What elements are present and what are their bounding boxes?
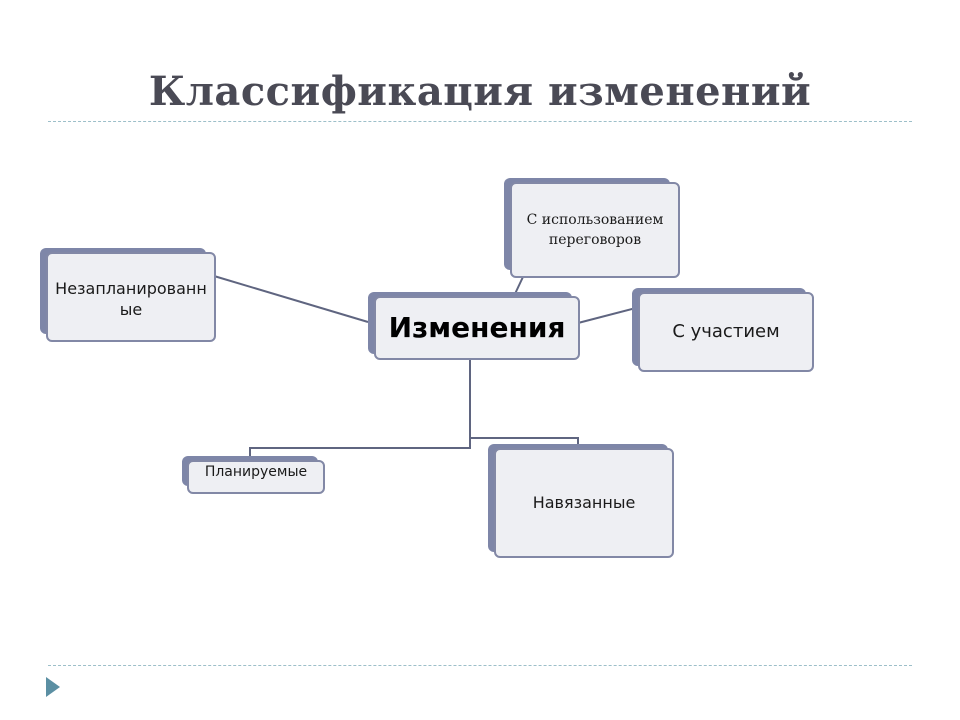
node-participation: С участием [632, 288, 816, 374]
node-negotiation: С использованием переговоров [504, 178, 680, 280]
node-center-label: Изменения [374, 296, 580, 360]
top-divider [48, 121, 912, 122]
node-imposed-label: Навязанные [494, 448, 674, 558]
node-unplanned-label: Незапланированные [46, 252, 216, 342]
node-planned-label: Планируемые [187, 460, 325, 494]
node-participation-label: С участием [638, 292, 814, 372]
play-arrow-icon[interactable] [46, 677, 60, 697]
slide-title: Классификация изменений [148, 68, 812, 115]
node-planned: Планируемые [182, 456, 326, 496]
connector-participation [577, 307, 637, 324]
connector-unplanned [213, 275, 369, 323]
bottom-divider [48, 665, 912, 666]
connector-imposed [470, 437, 579, 446]
node-center: Изменения [368, 292, 582, 362]
node-imposed: Навязанные [488, 444, 676, 560]
node-negotiation-label: С использованием переговоров [510, 182, 680, 278]
node-unplanned: Незапланированные [40, 248, 216, 344]
connector-trunk [249, 360, 471, 458]
